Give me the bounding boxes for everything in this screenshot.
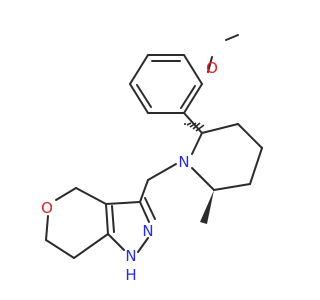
structure-canvas: O N O N N H <box>41 34 263 284</box>
pyran-ring <box>45 187 109 259</box>
bond-pip-c6-n <box>191 167 215 191</box>
bond-pz-c3-n2 <box>139 201 150 223</box>
bond-pz-n1-c7a <box>107 233 125 251</box>
double-bond-benz-c <box>136 84 152 108</box>
bond-pz-c7a-c3a <box>105 203 109 235</box>
pyrazole-n2-label: N <box>142 222 153 240</box>
bond-o-aryl <box>207 56 213 73</box>
bond-benz-3 <box>183 83 203 114</box>
bond-pip-n-c2 <box>191 132 203 155</box>
bond-pip-c4-c5 <box>249 147 263 185</box>
bond-pip-c3-c4 <box>237 123 263 149</box>
bond-ch2-c3 <box>139 179 149 203</box>
double-bond-pz-c7a-c3a <box>111 205 115 233</box>
pyran-oxygen-label: O <box>41 199 53 217</box>
hashed-wedge-c2 <box>184 122 205 132</box>
bond-pip-c5-c6 <box>213 183 251 191</box>
bond-py-c7-c7a <box>73 233 109 259</box>
double-bond-benz-b <box>180 85 196 109</box>
piperidine-nitrogen-label: N <box>178 153 189 171</box>
bond-py-c6-c7 <box>45 239 75 259</box>
molecule-drawing: O N O N N H <box>41 34 263 284</box>
piperidine-ring <box>191 123 263 191</box>
methoxy-oxygen-label: O <box>206 59 218 77</box>
bond-py-c4-o <box>55 187 77 201</box>
bond-benz-2 <box>183 54 203 85</box>
bond-benz-6 <box>129 54 149 85</box>
bond-pz-c3a-c3 <box>105 201 141 205</box>
bond-pz-n2-n1 <box>137 237 149 253</box>
bond-benz-5 <box>129 83 149 114</box>
pyrazole-ring <box>105 197 156 253</box>
double-bond-pz-c3-n2 <box>144 197 156 220</box>
bond-methyl-o <box>225 34 239 41</box>
pyrazole-n1-label: N <box>125 247 136 265</box>
bond-py-o-c6 <box>45 215 49 241</box>
bond-n-ch2 <box>147 163 177 181</box>
wedge-methyl <box>200 190 214 224</box>
bond-py-c3a-c4 <box>75 187 107 205</box>
benzene-ring <box>129 54 203 114</box>
bond-pip-c2-c3 <box>201 123 239 134</box>
pyrazole-nh-hydrogen-label: H <box>125 266 136 284</box>
